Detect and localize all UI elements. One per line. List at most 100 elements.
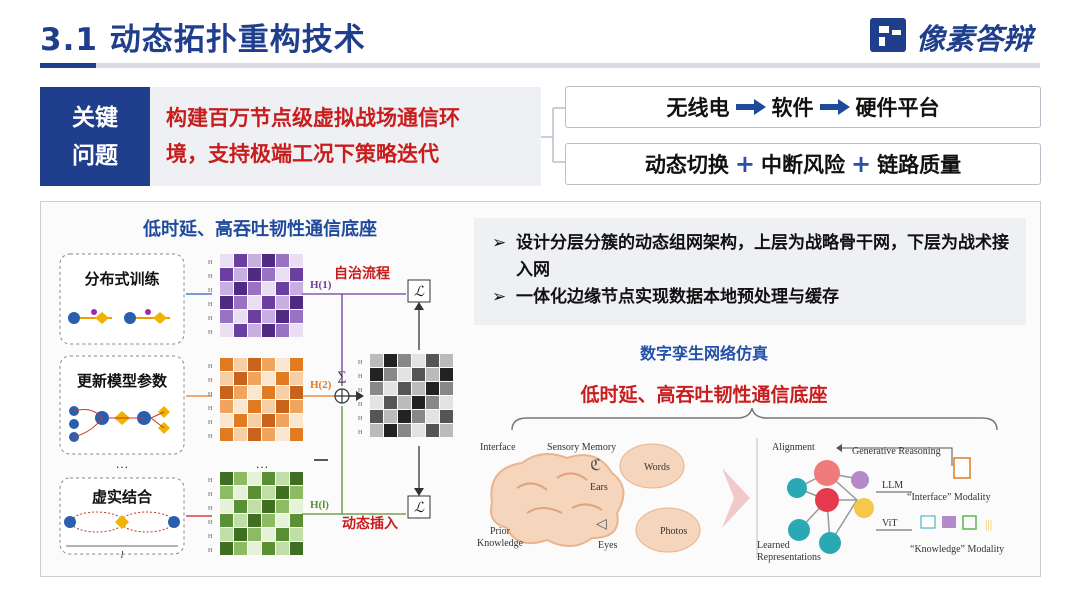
- matrix-cell: [384, 396, 397, 409]
- matrix-cell: [248, 486, 261, 499]
- matrix-cell: [412, 396, 425, 409]
- matrix-cell: [398, 354, 411, 367]
- matrix-cell: [262, 472, 275, 485]
- matrix-row-label: H: [208, 548, 213, 554]
- matrix-cell: [440, 424, 453, 437]
- matrix-cell: [234, 514, 247, 527]
- matrix-cell: [262, 486, 275, 499]
- matrix-cell: [276, 310, 289, 323]
- curly-brace: [512, 408, 997, 430]
- matrix-cell: [220, 414, 233, 427]
- key-issue-text: 构建百万节点级虚拟战场通信环 境，支持极端工况下策略迭代: [150, 87, 541, 186]
- matrix-cell: [220, 324, 233, 337]
- matrix-cell: [370, 354, 383, 367]
- right-figure-title: 低时延、高吞吐韧性通信底座: [472, 380, 936, 407]
- box-label: 虚实结合: [92, 488, 153, 506]
- key-issue-text-line1: 构建百万节点级虚拟战场通信环: [166, 100, 541, 136]
- matrix-cell: [262, 310, 275, 323]
- bullet-item: ➢一体化边缘节点实现数据本地预处理与缓存: [492, 284, 1012, 311]
- matrix-cell: [262, 400, 275, 413]
- page-title: 3.1 动态拓扑重构技术: [40, 14, 366, 59]
- matrix-cell: [426, 424, 439, 437]
- matrix-cell: [290, 324, 303, 337]
- ellipsis: …: [116, 456, 129, 471]
- matrix-cell: [234, 528, 247, 541]
- matrix-cell: [384, 410, 397, 423]
- audio-icon: |||: [985, 517, 992, 531]
- label-learned: Learned: [757, 540, 790, 551]
- matrix-cell: [290, 514, 303, 527]
- matrix-cell: [290, 310, 303, 323]
- h-label-1: H(1): [310, 279, 332, 291]
- title-divider: [40, 63, 1040, 68]
- matrix-cell: [248, 500, 261, 513]
- matrix-cell: [290, 282, 303, 295]
- matrix-cell: [220, 310, 233, 323]
- key-issue-label: 关键 问题: [40, 87, 150, 186]
- matrix-cell: [440, 354, 453, 367]
- matrix-cell: [398, 382, 411, 395]
- flow-box-risk: 动态切换 + 中断风险 + 链路质量: [565, 143, 1041, 185]
- label-vit: ViT: [882, 518, 898, 529]
- box-distributed-training: 分布式训练: [60, 254, 184, 344]
- graph-network: [787, 460, 874, 554]
- matrix-cell: [234, 428, 247, 441]
- matrix-cell: [248, 514, 261, 527]
- matrix-cell: [248, 386, 261, 399]
- sigma-symbol: ∑: [337, 368, 346, 383]
- arrow-right-icon: [736, 99, 766, 115]
- matrix-cell: [290, 254, 303, 267]
- flow-label-dynamic-insert: 动态插入: [342, 515, 398, 532]
- matrix-cell: [262, 528, 275, 541]
- matrix-cell: [384, 354, 397, 367]
- transition-arrow-icon: [722, 468, 750, 528]
- matrix-cell: [370, 382, 383, 395]
- plus-icon: +: [735, 150, 755, 178]
- matrix-row-label: H: [358, 388, 363, 394]
- matrix-cell: [262, 358, 275, 371]
- ellipsis: …: [256, 456, 269, 471]
- matrix-cell: [276, 414, 289, 427]
- flow-box-platform: 无线电 软件 硬件平台: [565, 86, 1041, 128]
- matrix-cell: [262, 372, 275, 385]
- matrix-cell: [262, 542, 275, 555]
- matrix-cell: [262, 500, 275, 513]
- matrix-row-label: H: [208, 288, 213, 294]
- matrix-row-label: H: [208, 534, 213, 540]
- matrix-cell: [248, 358, 261, 371]
- matrix-cell: [220, 372, 233, 385]
- matrix-cell: [262, 268, 275, 281]
- matrix-cell: [276, 542, 289, 555]
- flow-label-autonomous: 自治流程: [334, 265, 390, 282]
- matrix-cell: [398, 410, 411, 423]
- matrix-row-label: H: [208, 520, 213, 526]
- matrix-cell: [370, 396, 383, 409]
- matrix-cell: [290, 414, 303, 427]
- box-update-model-params: 更新模型参数: [60, 356, 184, 454]
- matrix-cell: [276, 372, 289, 385]
- matrix-cell: [234, 310, 247, 323]
- matrix-cell: [440, 396, 453, 409]
- matrix-gray: HHHHHH: [358, 354, 453, 437]
- matrix-cell: [234, 282, 247, 295]
- matrix-cell: [290, 358, 303, 371]
- matrix-cell: [290, 372, 303, 385]
- matrix-cell: [276, 324, 289, 337]
- matrix-cell: [234, 486, 247, 499]
- matrix-cell: [290, 500, 303, 513]
- loss-symbol: ℒ: [414, 285, 425, 300]
- matrix-cell: [398, 424, 411, 437]
- matrix-cell: [248, 268, 261, 281]
- matrix-row-label: H: [208, 260, 213, 266]
- bullet-box: ➢设计分层分簇的动态组网架构，上层为战略骨干网，下层为战术接入网 ➢一体化边缘节…: [474, 218, 1026, 325]
- matrix-cell: [234, 386, 247, 399]
- label-sensory-memory: Sensory Memory: [547, 442, 616, 453]
- matrix-cell: [276, 472, 289, 485]
- bracket-connector: [541, 100, 567, 170]
- matrix-cell: [276, 358, 289, 371]
- matrix-cell: [412, 368, 425, 381]
- bullet-item: ➢设计分层分簇的动态组网架构，上层为战略骨干网，下层为战术接入网: [492, 230, 1012, 284]
- matrix-cell: [426, 410, 439, 423]
- key-issue-label-line1: 关键: [72, 99, 118, 137]
- l-label: l: [121, 550, 124, 561]
